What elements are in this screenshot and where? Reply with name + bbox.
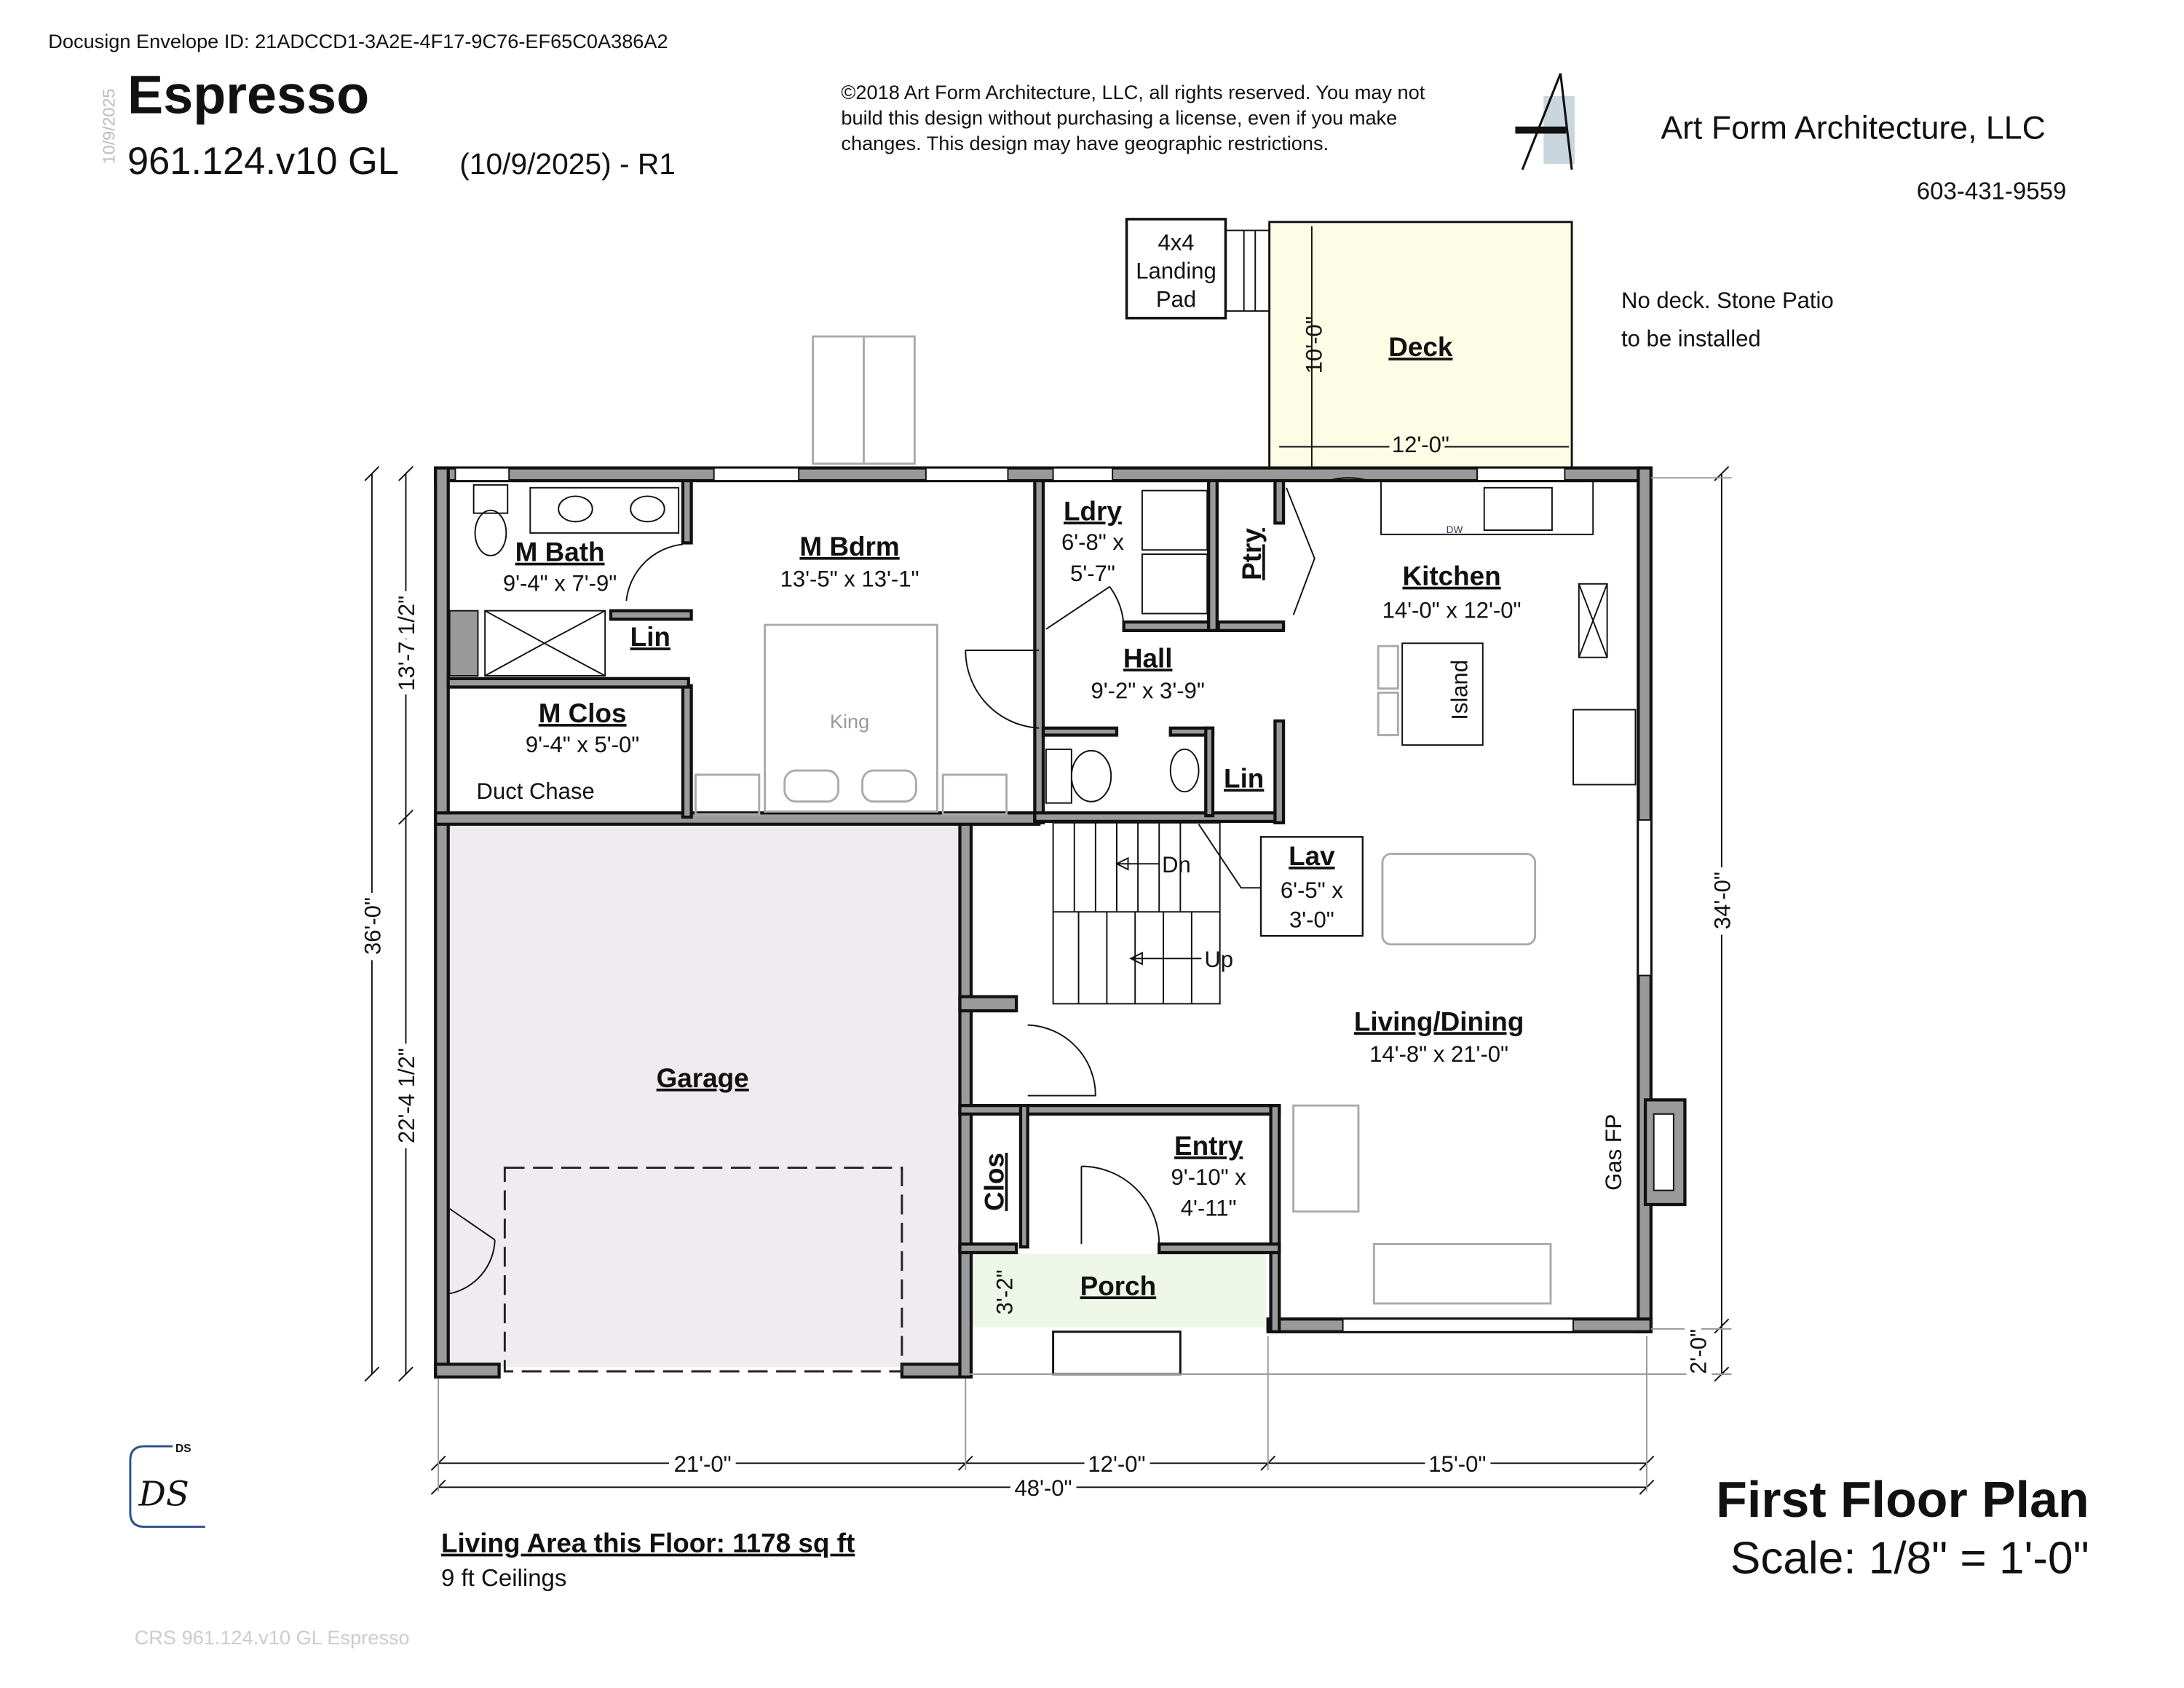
doors: [449, 477, 1369, 1295]
room-dims-ldry: 6'-8" x: [1061, 529, 1124, 555]
watermark: CRS 961.124.v10 GL Espresso: [135, 1626, 410, 1649]
room-label-m-bdrm: M Bdrm: [799, 532, 899, 561]
room-dims-m-bdrm: 13'-5" x 13'-1": [780, 567, 919, 592]
landing-pad-label: Pad: [1156, 286, 1196, 312]
initials-stamp[interactable]: DS DS: [129, 1443, 205, 1529]
deck-width-dimension: 12'-0": [1392, 432, 1449, 457]
room-label-porch: Porch: [1080, 1271, 1157, 1301]
landing-pad-label: Landing: [1136, 258, 1216, 283]
room-dims-hall: 9'-2" x 3'-9": [1091, 678, 1204, 703]
fireplace-label: Gas FP: [1601, 1114, 1626, 1191]
company-name: Art Form Architecture, LLC: [1661, 110, 2045, 146]
fixtures: [448, 335, 1637, 1305]
envelope-id: Docusign Envelope ID: 21ADCCD1-3A2E-4F17…: [48, 30, 668, 52]
front-step: [1052, 1330, 1182, 1376]
dimension-right-depth: 34'-0": [1710, 872, 1736, 929]
room-label-lav: Lav: [1289, 841, 1335, 871]
stairs-down-label: Dn: [1162, 852, 1191, 877]
dimension-right-offset: 2'-0": [1686, 1329, 1712, 1374]
plan-title: First Floor Plan: [1716, 1471, 2089, 1528]
room-label-hall: Hall: [1123, 643, 1173, 673]
dimension-lines: [364, 465, 1732, 1495]
windows: [454, 467, 1652, 1333]
living-area: Living Area this Floor: 1178 sq ft: [441, 1529, 855, 1558]
plan-code: 961.124.v10 GL: [127, 141, 399, 183]
plan-revision: (10/9/2025) - R1: [459, 147, 676, 181]
dimension-bottom-3: 15'-0": [1428, 1451, 1486, 1477]
company-logo: [1515, 73, 1575, 170]
dimension-bottom-2: 12'-0": [1088, 1451, 1145, 1477]
garage-floor: [449, 827, 962, 1368]
island: [1401, 642, 1484, 746]
interior-walls: [434, 478, 1286, 1333]
initials: DS: [138, 1475, 189, 1514]
dishwasher-label: DW: [1447, 524, 1463, 535]
room-label-garage: Garage: [657, 1063, 749, 1093]
company-phone: 603-431-9559: [1917, 178, 2067, 205]
room-label-lin-hall: Lin: [1224, 763, 1264, 793]
patio-note: No deck. Stone Patio: [1621, 288, 1834, 313]
patio-note: to be installed: [1621, 326, 1761, 352]
room-dims-entry: 9'-10" x: [1171, 1164, 1247, 1190]
room-label-living: Living/Dining: [1354, 1006, 1524, 1036]
bed-label: King: [830, 710, 869, 733]
room-label-kitchen: Kitchen: [1402, 561, 1500, 591]
landing-pad: [1125, 218, 1227, 320]
room-label-lin-bath: Lin: [630, 622, 670, 652]
room-label-deck: Deck: [1388, 332, 1453, 362]
ceiling-height: 9 ft Ceilings: [441, 1564, 566, 1591]
room-label-m-bath: M Bath: [515, 537, 605, 567]
room-dims-lav: 3'-0": [1289, 907, 1334, 933]
dimension-overall-width: 48'-0": [1014, 1475, 1072, 1501]
lav-label-box: [1259, 836, 1364, 937]
porch-depth-dimension: 3'-2": [992, 1270, 1017, 1315]
copyright-line: ©2018 Art Form Architecture, LLC, all ri…: [841, 81, 1425, 103]
copyright-line: changes. This design may have geographic…: [841, 132, 1329, 154]
room-dims-living: 14'-8" x 21'-0": [1369, 1041, 1508, 1067]
room-label-ptry: Ptry: [1237, 528, 1267, 580]
room-dims-ldry: 5'-7": [1070, 561, 1115, 586]
room-dims-entry: 4'-11": [1181, 1196, 1237, 1221]
dimension-bottom-1: 21'-0": [674, 1451, 732, 1477]
room-dims-kitchen: 14'-0" x 12'-0": [1382, 597, 1522, 623]
copyright-notice: ©2018 Art Form Architecture, LLC, all ri…: [841, 81, 1425, 154]
copyright-line: build this design without purchasing a l…: [841, 106, 1397, 129]
staircase[interactable]: [1052, 821, 1221, 1005]
room-label-m-clos: M Clos: [539, 698, 627, 728]
stairs-up-label: Up: [1204, 947, 1233, 972]
porch-floor: [970, 1253, 1267, 1328]
landing-pad-label: 4x4: [1158, 230, 1194, 256]
deck-depth-dimension: 10'-0": [1301, 316, 1326, 374]
room-dims-m-clos: 9'-4" x 5'-0": [526, 732, 639, 757]
side-date: 10/9/2025: [100, 89, 119, 165]
room-label-entry: Entry: [1174, 1131, 1243, 1161]
room-label-clos: Clos: [980, 1153, 1010, 1211]
dimension-left-upper: 13'-7 1/2": [394, 596, 419, 691]
dimension-left-lower: 22'-4 1/2": [394, 1048, 419, 1143]
duct-chase-label: Duct Chase: [477, 778, 595, 804]
initials-label: DS: [175, 1443, 191, 1455]
plan-name: Espresso: [127, 64, 369, 125]
dimension-overall-depth: 36'-0": [360, 897, 386, 955]
island-label: Island: [1447, 660, 1472, 720]
room-dims-m-bath: 9'-4" x 7'-9": [503, 570, 617, 596]
deck: [1268, 221, 1573, 472]
room-dims-lav: 6'-5" x: [1281, 877, 1343, 903]
room-label-ldry: Ldry: [1064, 496, 1122, 526]
plan-scale: Scale: 1/8" = 1'-0": [1730, 1534, 2089, 1584]
garage-door: [503, 1167, 903, 1373]
